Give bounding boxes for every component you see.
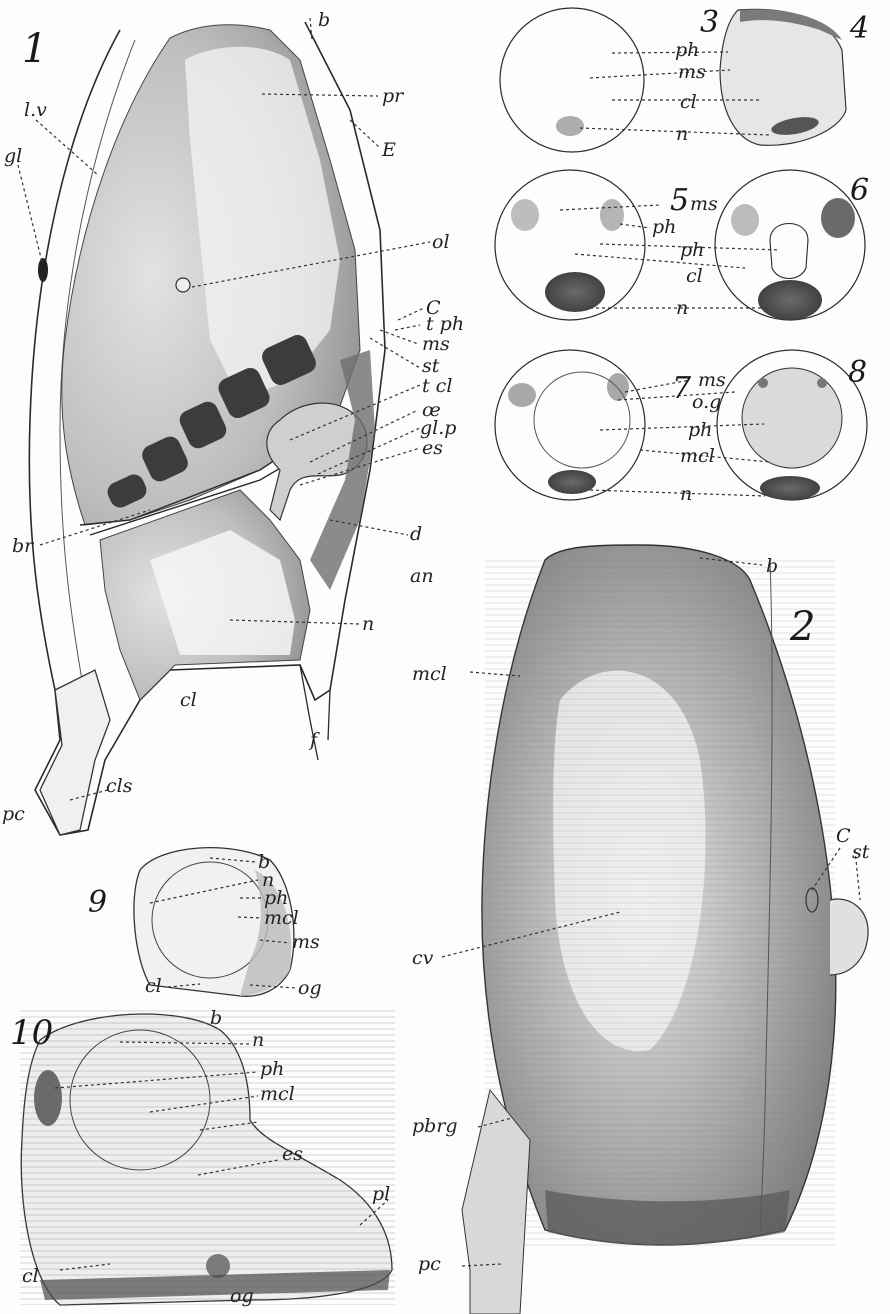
fig34-label-ph: ph bbox=[675, 39, 699, 61]
fig1-label-pc: pc bbox=[2, 803, 25, 825]
fig9-number: 9 bbox=[88, 885, 107, 920]
fig10-og bbox=[206, 1254, 230, 1278]
figures-7-8: 7 8 ms o.g ph mcl n bbox=[495, 350, 867, 505]
fig9-label-mcl: mcl bbox=[264, 907, 299, 929]
fig5-nucleus bbox=[545, 272, 605, 312]
fig7-number: 7 bbox=[672, 371, 692, 406]
fig34-label-n: n bbox=[676, 123, 688, 145]
fig10-label-pl: pl bbox=[372, 1183, 390, 1205]
fig2-label-st: st bbox=[852, 841, 870, 863]
fig5-blob-right bbox=[600, 199, 624, 231]
fig9-label-og: og bbox=[298, 977, 322, 999]
fig2-hatching bbox=[485, 560, 835, 1250]
figures-3-4: 3 4 ph ms cl n bbox=[500, 5, 869, 152]
fig1-tail-left bbox=[40, 670, 110, 835]
fig10-number: 10 bbox=[10, 1013, 53, 1053]
fig10-label-cl: cl bbox=[22, 1265, 39, 1287]
fig10-label-og: og bbox=[230, 1285, 254, 1307]
fig6-blob-left bbox=[731, 204, 759, 236]
fig2-label-b: b bbox=[766, 555, 778, 577]
fig3-nucleus bbox=[556, 116, 584, 136]
fig78-label-n: n bbox=[680, 483, 692, 505]
fig1-label-tph: t ph bbox=[426, 313, 464, 335]
fig9-label-cl: cl bbox=[145, 975, 162, 997]
fig4-number: 4 bbox=[849, 11, 869, 46]
figure-2: 2 b mcl C st cv pbrg pc bbox=[412, 545, 870, 1314]
figure-1: 1 b pr E l.v gl ol C t ph ms st t cl œ g… bbox=[2, 9, 464, 835]
fig5-number: 5 bbox=[670, 183, 689, 218]
fig1-ganglion bbox=[38, 258, 48, 282]
fig1-label-d: d bbox=[410, 523, 422, 545]
fig1-label-tcl: t cl bbox=[422, 375, 452, 397]
fig8-number: 8 bbox=[848, 355, 867, 390]
fig10-label-ph: ph bbox=[260, 1058, 284, 1080]
fig1-label-cls: cls bbox=[106, 775, 133, 797]
fig1-label-b: b bbox=[318, 9, 330, 31]
fig2-label-C: C bbox=[836, 825, 851, 847]
fig6-number: 6 bbox=[850, 173, 869, 208]
fig7-blob-left bbox=[508, 383, 536, 407]
fig7-nucleus bbox=[548, 470, 596, 494]
fig1-label-es: es bbox=[422, 437, 443, 459]
fig1-label-glp: gl.p bbox=[420, 417, 456, 439]
fig56-label-ph1: ph bbox=[652, 216, 676, 238]
fig1-label-cl: cl bbox=[180, 689, 197, 711]
fig8-og-left bbox=[758, 378, 768, 388]
fig1-number: 1 bbox=[22, 26, 47, 72]
fig8-nucleus bbox=[760, 476, 820, 500]
fig56-label-n: n bbox=[676, 297, 688, 319]
fig10-label-mcl: mcl bbox=[260, 1083, 295, 1105]
fig1-label-ms: ms bbox=[422, 333, 450, 355]
figure-10: 10 b n ph mcl es pl cl og bbox=[10, 1007, 395, 1307]
fig1-label-f: f bbox=[308, 729, 320, 751]
fig10-label-b: b bbox=[210, 1007, 222, 1029]
figures-5-6: 5 6 ms ph ph cl n bbox=[495, 170, 869, 320]
fig10-label-n: n bbox=[252, 1029, 264, 1051]
fig34-label-cl: cl bbox=[680, 91, 697, 113]
fig56-label-ms: ms bbox=[690, 193, 718, 215]
fig8-og-right bbox=[817, 378, 827, 388]
fig2-number: 2 bbox=[789, 604, 815, 650]
fig10-dark-spot bbox=[34, 1070, 62, 1126]
fig2-label-pc: pc bbox=[418, 1253, 441, 1275]
fig78-label-og: o.g bbox=[692, 391, 721, 413]
fig5-blob-left bbox=[511, 199, 539, 231]
fig3-number: 3 bbox=[700, 5, 719, 40]
fig2-siphon bbox=[830, 899, 868, 975]
fig34-label-ms: ms bbox=[678, 61, 706, 83]
fig2-label-pbrg: pbrg bbox=[412, 1115, 458, 1137]
fig1-label-br: br bbox=[12, 535, 35, 557]
fig6-nucleus bbox=[758, 280, 822, 320]
fig1-label-lv: l.v bbox=[24, 99, 47, 121]
fig1-label-pr: pr bbox=[382, 85, 405, 107]
fig2-label-mcl: mcl bbox=[412, 663, 447, 685]
fig1-label-gl: gl bbox=[4, 145, 22, 167]
fig78-label-ph: ph bbox=[688, 419, 712, 441]
fig1-ocellus bbox=[176, 278, 190, 292]
fig78-label-ms: ms bbox=[698, 369, 726, 391]
fig1-label-st: st bbox=[422, 355, 440, 377]
fig56-label-ph2: ph bbox=[680, 239, 704, 261]
fig9-label-ph: ph bbox=[264, 887, 288, 909]
fig6-pharynx bbox=[770, 224, 808, 279]
figure-9: 9 b n ph mcl ms cl og bbox=[88, 848, 322, 999]
fig1-label-an: an bbox=[410, 565, 434, 587]
fig1-label-ol: ol bbox=[432, 231, 450, 253]
fig1-label-n: n bbox=[362, 613, 374, 635]
fig10-label-es: es bbox=[282, 1143, 303, 1165]
fig78-label-mcl: mcl bbox=[680, 445, 715, 467]
fig56-label-cl: cl bbox=[686, 265, 703, 287]
fig2-label-cv: cv bbox=[412, 947, 434, 969]
fig1-label-E: E bbox=[381, 139, 396, 161]
fig9-label-ms: ms bbox=[292, 931, 320, 953]
fig7-blob-right bbox=[607, 373, 629, 401]
fig7-pharynx bbox=[534, 372, 630, 468]
